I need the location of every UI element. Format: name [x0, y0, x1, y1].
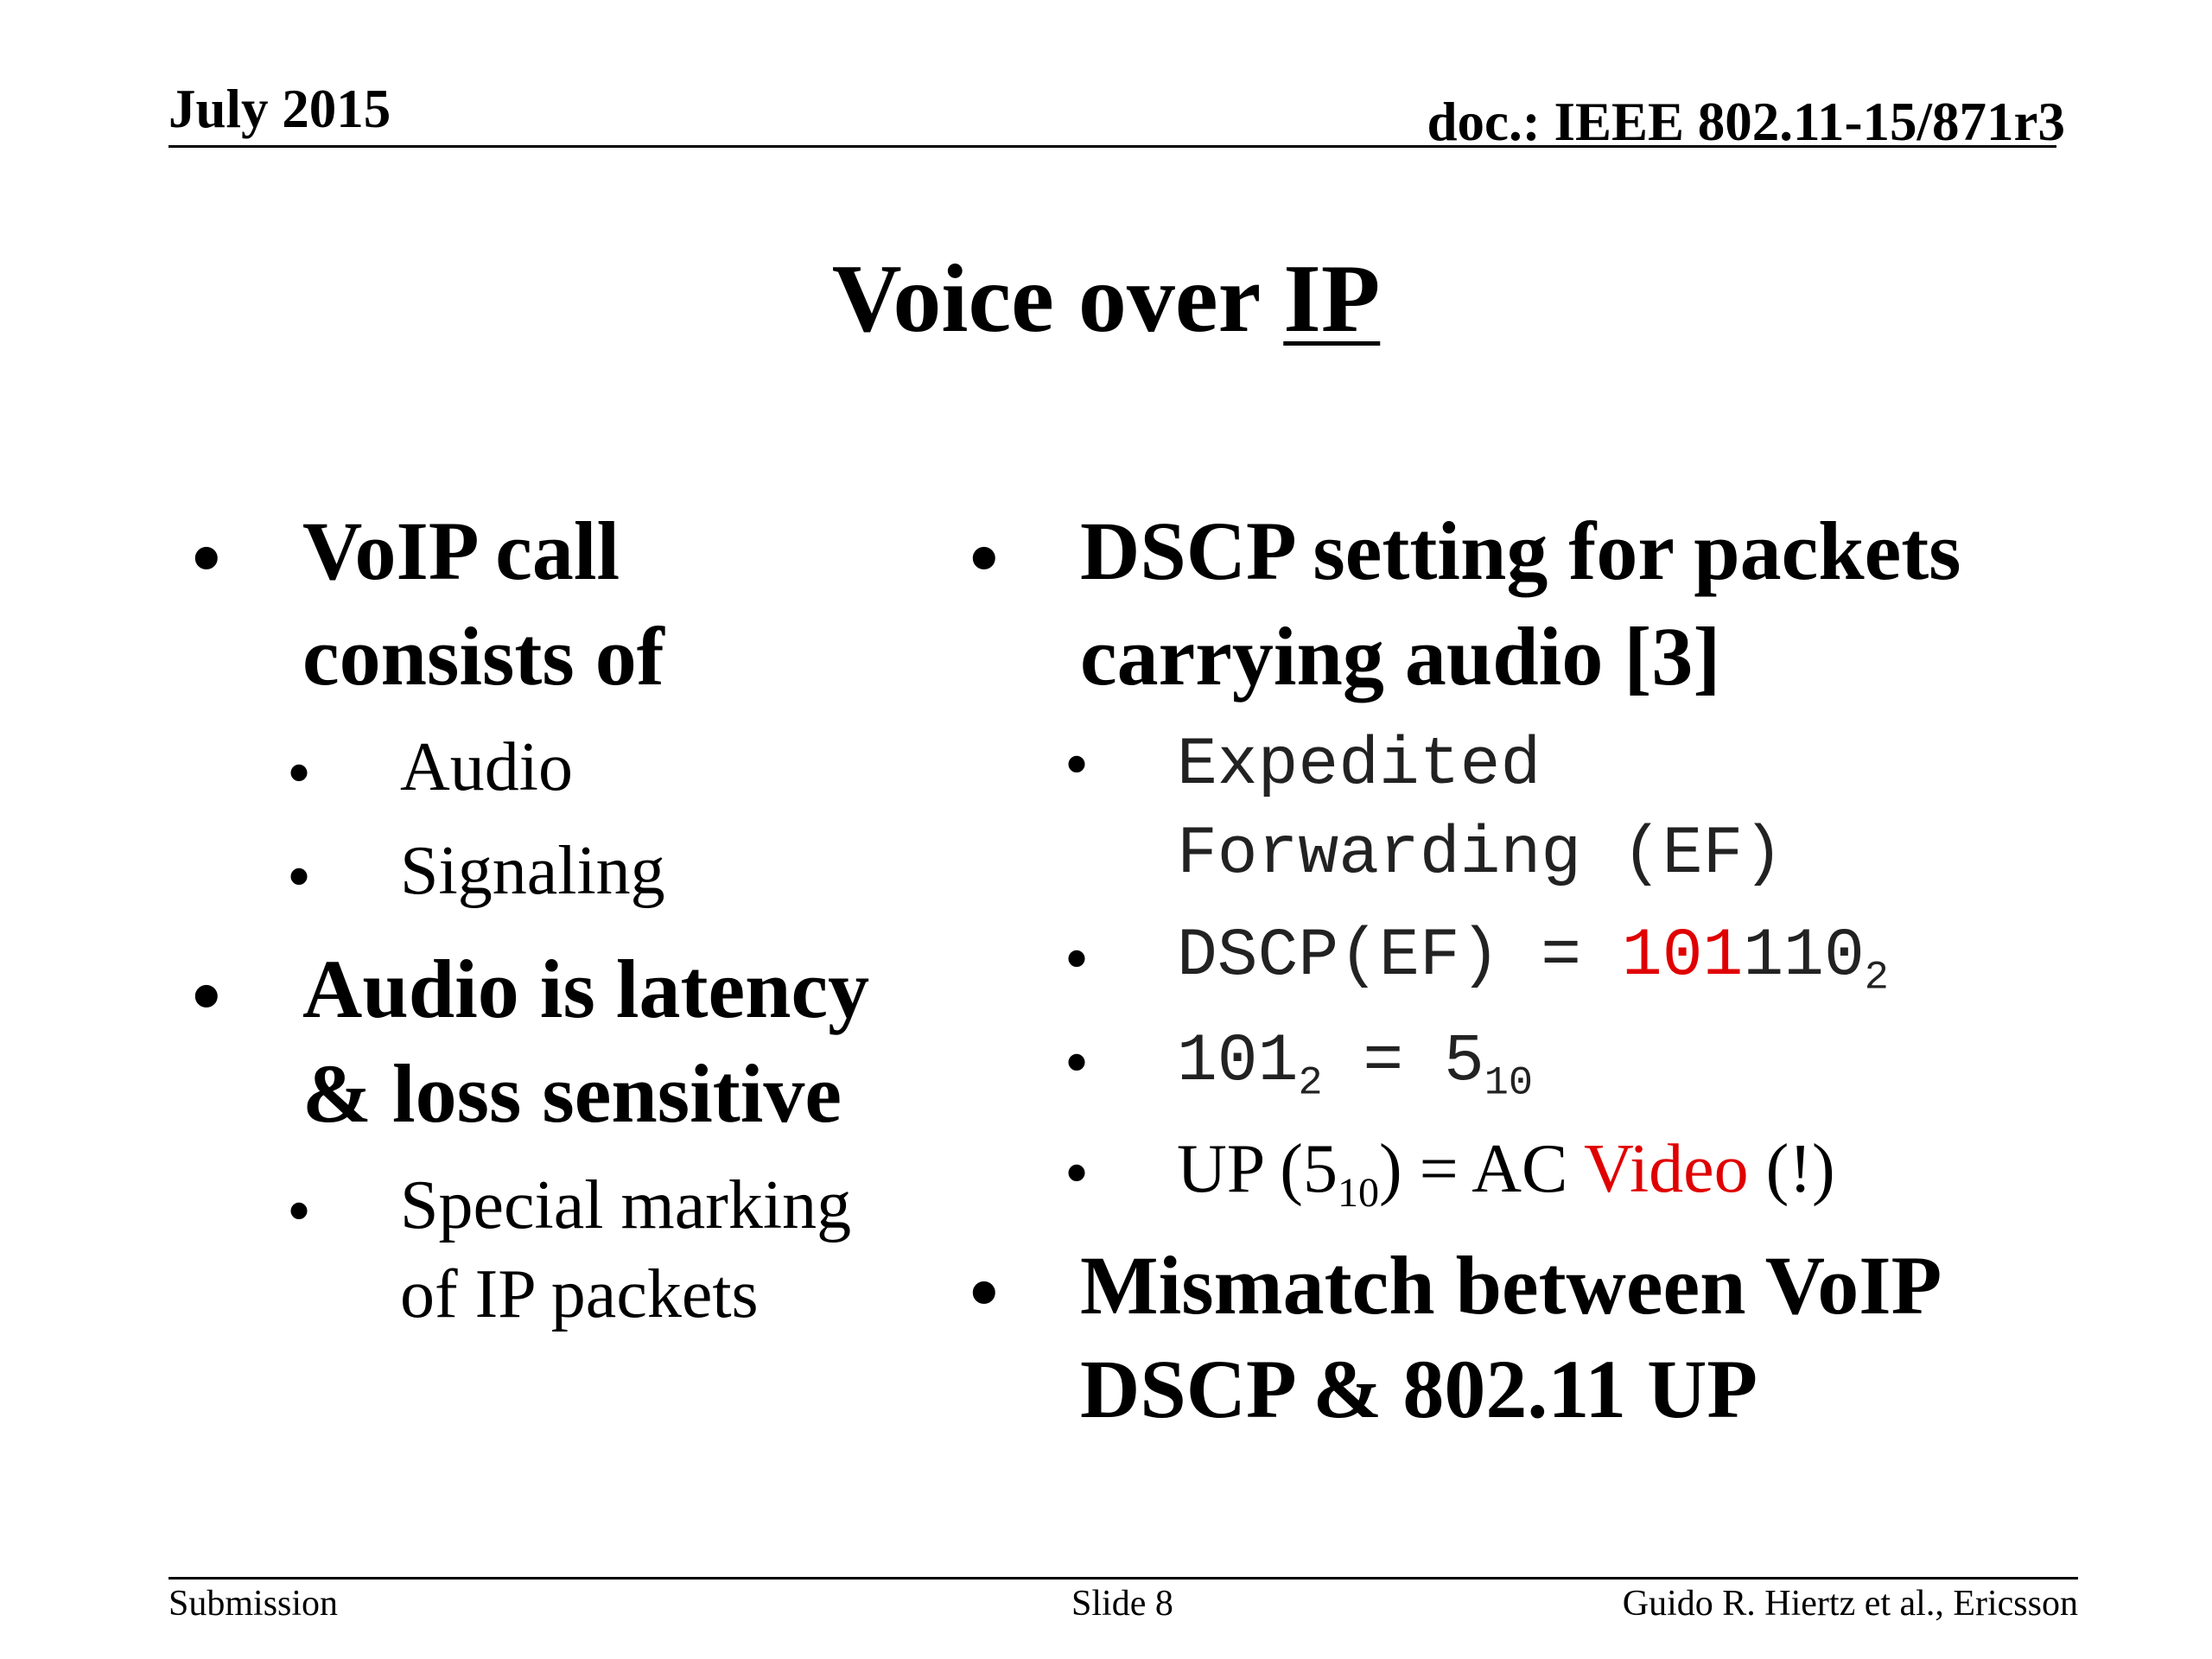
bullet-glyph: •	[287, 1173, 312, 1249]
up-prefix: UP (5	[1177, 1131, 1338, 1207]
bullet-glyph: •	[287, 735, 312, 811]
right-bullet1-line1: DSCP setting for packets	[1080, 505, 1961, 597]
right-bullet2-line2: DSCP & 802.11 UP	[1080, 1343, 1758, 1435]
right-bullet1-line2: carrying audio [3]	[1080, 610, 1721, 702]
right-bullet2-line1: Mismatch between VoIP	[1080, 1239, 1942, 1332]
left-bullet2-line2: & loss sensitive	[302, 1047, 842, 1140]
binary-base: 2	[1298, 1060, 1323, 1107]
dscp-ef-base: 2	[1864, 955, 1889, 1001]
right-sub-binary-conversion: 1012 = 510	[1177, 1028, 1533, 1103]
left-bullet1-line2: consists of	[302, 610, 664, 702]
binary-num: 101	[1177, 1024, 1299, 1100]
binary-equals: = 5	[1322, 1024, 1484, 1100]
header-date: July 2015	[168, 79, 391, 139]
bullet-glyph: •	[969, 1246, 999, 1338]
footer-author: Guido R. Hiertz et al., Ericsson	[1622, 1584, 2078, 1624]
up-base: 10	[1337, 1169, 1379, 1216]
slide-title: Voice over IP	[0, 251, 2212, 347]
up-mid: ) = AC	[1378, 1131, 1584, 1207]
right-sub-expedited-line2: Forwarding (EF)	[1177, 817, 1784, 893]
left-sub-audio: Audio	[400, 729, 573, 805]
dscp-ef-rest-bits: 110	[1743, 918, 1865, 995]
bullet-glyph: •	[287, 839, 312, 915]
bullet-glyph: •	[1065, 727, 1090, 803]
left-bullet2-line1: Audio is latency	[302, 943, 870, 1035]
up-video: Video	[1583, 1131, 1749, 1207]
footer-slide-number: Slide 8	[1071, 1584, 1173, 1624]
bullet-glyph: •	[192, 950, 221, 1042]
left-sub-special-marking-line2: of IP packets	[400, 1256, 759, 1332]
bullet-glyph: •	[1065, 1025, 1090, 1101]
decimal-base: 10	[1484, 1060, 1533, 1107]
right-sub-expedited-line1: Expedited	[1177, 728, 1541, 804]
left-sub-special-marking-line1: Special marking	[400, 1167, 852, 1243]
left-sub-signaling: Signaling	[400, 833, 665, 909]
right-sub-dscp-ef: DSCP(EF) = 1011102	[1177, 923, 1889, 998]
bullet-glyph: •	[1065, 921, 1090, 997]
bullet-glyph: •	[192, 512, 221, 604]
header-divider	[168, 145, 2056, 148]
title-prefix: Voice over	[831, 245, 1284, 353]
footer-divider	[168, 1577, 2078, 1580]
header-doc-id: doc.: IEEE 802.11-15/871r3	[1427, 92, 2065, 152]
title-underlined: IP	[1283, 245, 1381, 353]
dscp-ef-red-bits: 101	[1621, 918, 1744, 995]
bullet-glyph: •	[969, 512, 999, 604]
footer-submission: Submission	[168, 1584, 339, 1624]
up-suffix: (!)	[1748, 1131, 1835, 1207]
dscp-ef-prefix: DSCP(EF) =	[1177, 918, 1622, 995]
left-bullet1-line1: VoIP call	[302, 505, 620, 597]
bullet-glyph: •	[1065, 1135, 1090, 1211]
right-sub-up-mapping: UP (510) = AC Video (!)	[1177, 1135, 1835, 1213]
